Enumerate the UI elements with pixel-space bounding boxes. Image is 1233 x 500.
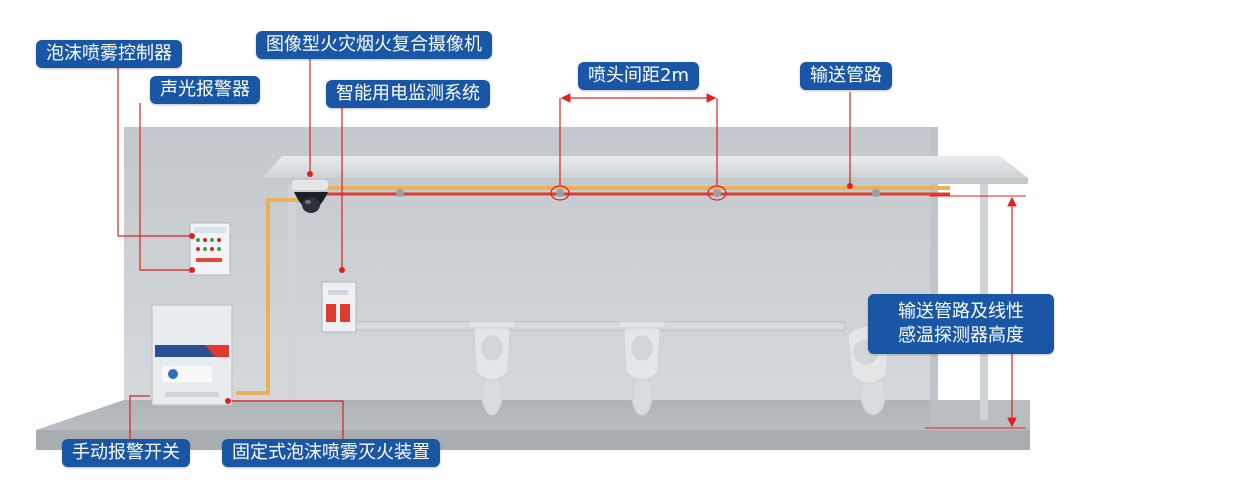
dome-camera	[292, 180, 328, 213]
motorcycle	[617, 321, 667, 416]
nozzle	[396, 189, 404, 197]
nozzle	[872, 189, 880, 197]
canopy-edge	[262, 178, 1028, 184]
smart-power-breaker	[321, 281, 357, 333]
canopy-roof	[262, 156, 1028, 178]
label-fixed-foam-device: 固定式泡沫喷雾灭火装置	[222, 439, 440, 467]
foam-device-cabinet	[151, 304, 233, 406]
label-pipe-height-line2: 感温探测器高度	[898, 325, 1024, 346]
canopy-post-left	[288, 184, 296, 400]
label-pipe-height-line1: 输送管路及线性	[898, 301, 1024, 322]
label-foam-controller: 泡沫喷雾控制器	[36, 40, 182, 68]
label-delivery-pipe: 输送管路	[800, 62, 892, 90]
leader-lines	[117, 58, 851, 440]
label-image-fire-smoke-camera: 图像型火灾烟火复合摄像机	[256, 31, 492, 59]
label-pipe-height: 输送管路及线性 感温探测器高度	[868, 294, 1054, 354]
label-manual-alarm-switch: 手动报警开关	[62, 439, 190, 467]
foam-controller-box	[189, 222, 231, 276]
cable-trunking	[354, 321, 846, 331]
motorcycle	[467, 321, 517, 416]
label-nozzle-spacing: 喷头间距2m	[578, 62, 699, 90]
side-wall	[930, 127, 938, 425]
label-smart-power-monitor: 智能用电监测系统	[326, 80, 490, 108]
label-sound-light-alarm: 声光报警器	[150, 76, 260, 104]
leader-dots	[189, 171, 853, 404]
